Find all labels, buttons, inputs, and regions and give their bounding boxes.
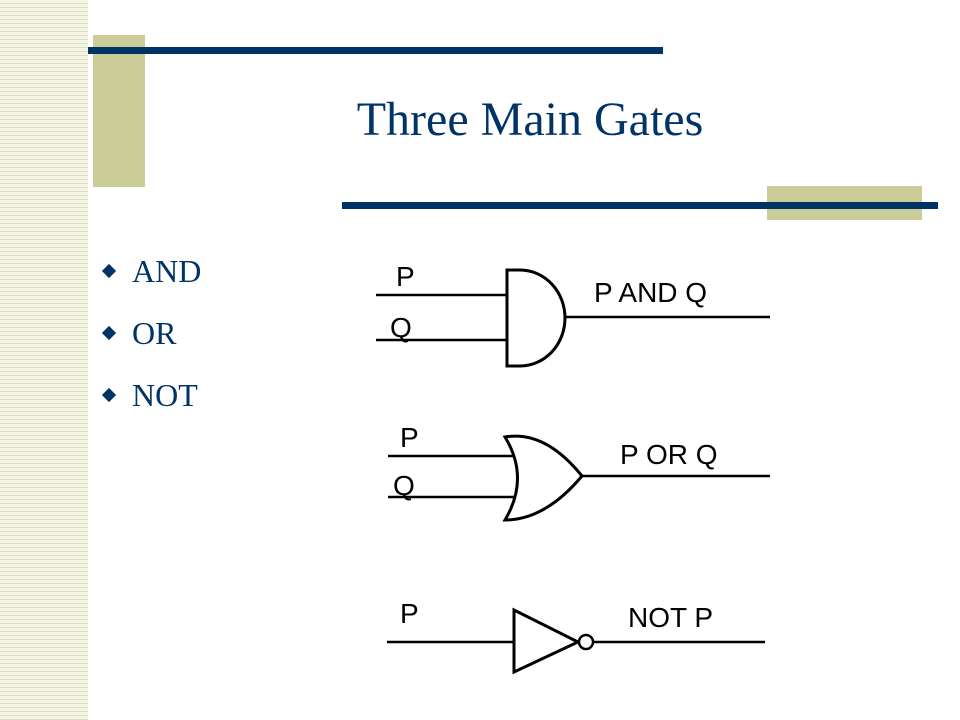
or-gate: P Q P OR Q (388, 422, 770, 522)
bullet-item: NOT (100, 364, 201, 426)
left-decorative-stripe (0, 0, 88, 720)
not-input-label-p: P (400, 598, 419, 629)
and-input-label-p: P (396, 261, 415, 292)
bullet-list: AND OR NOT (100, 240, 201, 426)
title-rule-top (88, 47, 663, 54)
bullet-item: AND (100, 240, 201, 302)
not-gate-triangle (512, 607, 582, 675)
bullet-text: AND (132, 252, 202, 289)
and-gate: P Q P AND Q (376, 261, 770, 368)
and-output-label: P AND Q (594, 277, 707, 308)
bullet-text: NOT (132, 376, 198, 413)
or-input-label-p: P (400, 422, 419, 453)
or-output-label: P OR Q (620, 439, 718, 470)
not-gate: P NOT P (387, 598, 765, 675)
title-rule-bottom (342, 202, 938, 209)
and-input-label-q: Q (390, 312, 412, 343)
and-gate-symbol (505, 268, 567, 368)
bullet-item: OR (100, 302, 201, 364)
or-gate-symbol (502, 434, 584, 522)
slide-title: Three Main Gates (356, 93, 704, 146)
or-input-label-q: Q (393, 470, 415, 501)
not-output-label: NOT P (628, 602, 713, 633)
bullet-text: OR (132, 314, 177, 351)
tan-accent-block-top (93, 35, 145, 187)
not-gate-bubble (577, 633, 595, 651)
